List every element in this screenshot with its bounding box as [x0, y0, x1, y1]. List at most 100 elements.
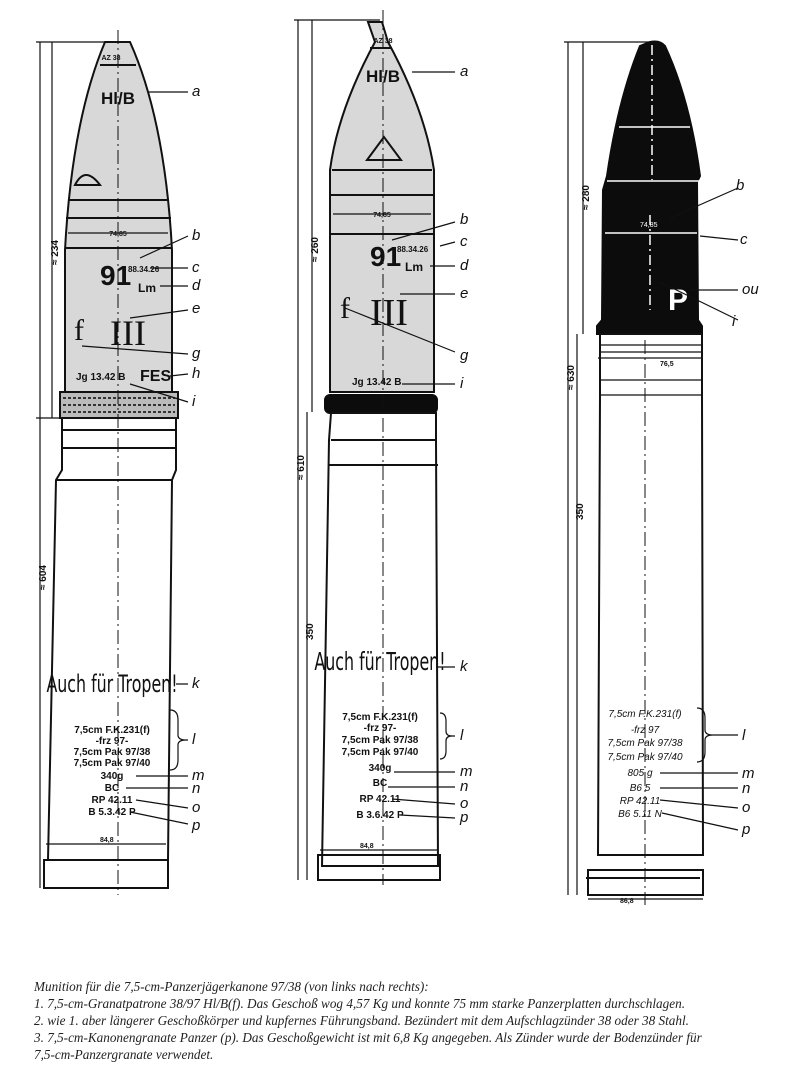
callout-label: o: [460, 795, 468, 812]
case-marking: 7,5cm Pak 97/38: [607, 738, 682, 749]
figure-caption: Munition für die 7,5-cm-Panzerjägerkanon…: [34, 978, 794, 1063]
callout-label: a: [192, 83, 200, 100]
date-mark: 88.34.26: [128, 265, 160, 274]
case-slogan: Auch für Tropen!: [46, 670, 177, 698]
filler-mark: Lm: [405, 260, 423, 274]
case-marking: -frz 97-: [364, 723, 397, 734]
rim-diameter-label: 84,8: [100, 837, 114, 844]
callout-label: c: [460, 233, 468, 250]
triangle-mark-icon: [365, 135, 403, 161]
callout-label: c: [740, 231, 748, 248]
callout-label: n: [742, 780, 750, 797]
callout-label: g: [192, 345, 201, 362]
callout-label: o: [192, 799, 200, 816]
case-marking: BC: [373, 778, 387, 789]
callout-label: c: [192, 259, 200, 276]
case-marking: 340g: [101, 771, 124, 782]
band-diameter-label: 74,85: [373, 212, 391, 219]
caption-line: 2. wie 1. aber längerer Geschoßkörper un…: [34, 1013, 689, 1028]
triangle-mark-icon: [73, 174, 103, 186]
filler-mark: Lm: [138, 281, 156, 295]
fes-mark: FES: [140, 368, 171, 385]
callout-label: i: [192, 393, 196, 410]
caption-title: Munition für die 7,5-cm-Panzerjägerkanon…: [34, 979, 429, 994]
case-marking: 7,5cm F.K.231(f): [74, 725, 150, 736]
leader-lines: [344, 71, 456, 819]
callout-label: i: [732, 313, 736, 330]
callout-label: e: [192, 300, 200, 317]
case-marking: 805 g: [627, 768, 652, 779]
total-length-label: ≈ 604: [38, 565, 49, 590]
lot-number-mark: 91: [370, 241, 401, 272]
callout-label: p: [741, 821, 750, 838]
callout-label: d: [192, 277, 201, 294]
callout-label: m: [742, 765, 755, 782]
f-mark: f: [74, 314, 84, 347]
cartridge-3: ≈ 630 ≈ 280 350 74,85 P 76,5 86,8 7,5cm …: [564, 40, 759, 905]
case-marking: 340g: [369, 763, 392, 774]
case-marking: 7,5cm Pak 97/40: [342, 747, 419, 758]
total-length-label: ≈ 630: [566, 365, 577, 390]
projectile-length-label: ≈ 234: [50, 240, 61, 265]
band-diameter-label: 74,85: [640, 222, 658, 229]
callout-label: p: [459, 809, 468, 826]
date-lot-mark: Jg 13.42 B: [352, 377, 401, 388]
callout-label: e: [460, 285, 468, 302]
callout-label: n: [460, 778, 468, 795]
rim-diameter-label: 86,8: [620, 898, 634, 905]
case-marking: B6 5: [630, 783, 651, 794]
callout-label: a: [460, 63, 468, 80]
band-knurl: [63, 397, 175, 413]
projectile-body: [329, 21, 435, 393]
callout-label: p: [191, 817, 200, 834]
caption-line: 7,5-cm-Panzergranate verwendet.: [34, 1047, 214, 1062]
case-rim: [43, 859, 169, 889]
roman-numeral-mark: III: [110, 313, 146, 353]
case-marking: RP 42.11: [620, 796, 661, 807]
projectile-length-label: ≈ 260: [310, 237, 321, 262]
case-marking: B 3.6.42 P: [356, 810, 404, 821]
caption-line: 3. 7,5-cm-Kanonengranate Panzer (p). Das…: [34, 1030, 702, 1045]
callout-label: h: [192, 365, 200, 382]
case-marking: 7,5cm Pak 97/38: [74, 747, 151, 758]
case-length-label: 350: [305, 623, 316, 640]
callout-label: b: [192, 227, 200, 244]
fuze-mark: AZ 38: [101, 55, 120, 62]
projectile-length-label: ≈ 280: [581, 185, 592, 210]
case-marking: -frz 97: [631, 725, 660, 736]
callout-label: m: [192, 767, 205, 784]
callout-label: n: [192, 780, 200, 797]
case-marking: RP 42.11: [360, 794, 401, 805]
case-marking: BC: [105, 783, 119, 794]
callout-label: o: [742, 799, 750, 816]
callout-label: k: [460, 658, 469, 675]
callout-label: g: [460, 347, 469, 364]
case-marking: RP 42.11: [92, 795, 133, 806]
callout-label: l: [460, 727, 464, 744]
callout-label: k: [192, 675, 201, 692]
leader-lines: [81, 91, 189, 825]
callout-label: i: [460, 375, 464, 392]
white-construction-lines: [605, 45, 700, 310]
leader-lines: [659, 187, 739, 831]
callout-label: l: [742, 727, 746, 744]
callout-label: ou: [742, 281, 759, 298]
rim-diameter-label: 84,8: [360, 843, 374, 850]
callout-label: l: [192, 731, 196, 748]
cartridge-1: ≈ 604 ≈ 234 AZ 38 Hl/B 74,85 91 88.34.26…: [36, 30, 205, 895]
ammunition-diagram: ≈ 604 ≈ 234 AZ 38 Hl/B 74,85 91 88.34.26…: [36, 10, 759, 905]
shell-type-mark: Hl/B: [101, 89, 135, 108]
total-length-label: ≈ 610: [296, 455, 307, 480]
p-mark: P: [668, 284, 688, 317]
case-marking: 7,5cm Pak 97/40: [607, 752, 682, 763]
date-mark: 88.34.26: [397, 245, 429, 254]
driving-band: [324, 394, 438, 414]
case-rim: [317, 854, 441, 881]
callout-label: d: [460, 257, 469, 274]
roman-numeral-mark: III: [370, 292, 408, 334]
callout-label: b: [460, 211, 468, 228]
neck-diameter-label: 76,5: [660, 361, 674, 368]
cartridge-case: [320, 412, 440, 867]
lot-number-mark: 91: [100, 260, 131, 291]
case-marking: B6 5.11 N: [618, 809, 663, 820]
